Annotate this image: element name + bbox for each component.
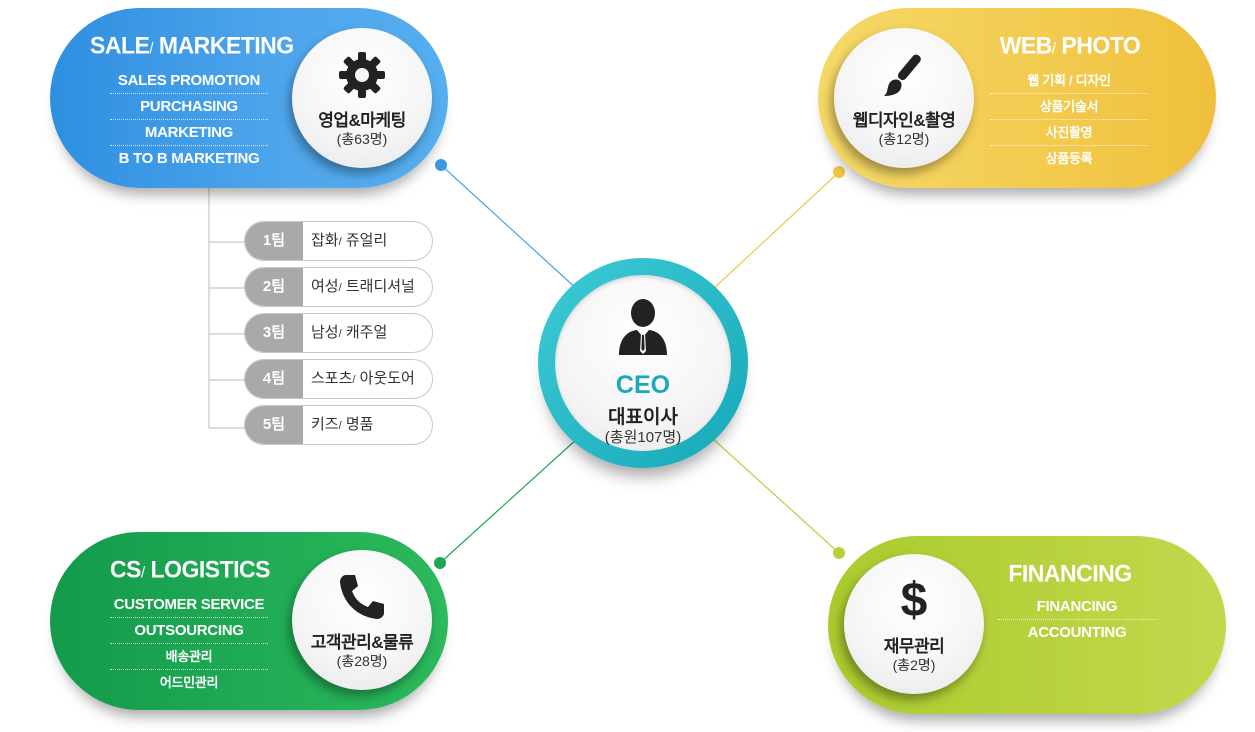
- dept-title: FINANCING: [1008, 559, 1132, 587]
- dept-item: CUSTOMER SERVICE: [110, 592, 268, 618]
- dept-title-rest: LOGISTICS: [150, 555, 271, 583]
- dept-title-rest: PHOTO: [1061, 31, 1141, 59]
- dollar-icon: $: [900, 574, 928, 627]
- dept-web-photo: 웹디자인&촬영 (총12명) WEB/ PHOTO 웹 기획 / 디자인 상품기…: [818, 8, 1216, 188]
- connector-web: [711, 171, 840, 291]
- paintbrush-icon: [834, 50, 974, 100]
- dept-item: 상품기술서: [990, 94, 1148, 120]
- team-row-4: 4팀 스포츠/ 아웃도어: [244, 359, 433, 399]
- connector-dot-fin: [833, 547, 845, 559]
- gear-icon: [292, 50, 432, 100]
- team-badge: 4팀: [245, 360, 303, 398]
- team-name: 여성/ 트래디셔널: [311, 278, 415, 295]
- dept-item: PURCHASING: [110, 94, 268, 120]
- connector-cs: [439, 437, 579, 564]
- ceo-count: (총원107명): [604, 429, 682, 446]
- dept-cs-logistics: CS/ LOGISTICS CUSTOMER SERVICE OUTSOURCI…: [50, 532, 448, 710]
- team-name: 스포츠/ 아웃도어: [311, 370, 415, 387]
- dept-title-sep: /: [1051, 39, 1056, 58]
- dept-circle: 웹디자인&촬영 (총12명): [834, 28, 974, 168]
- dept-name: 영업&마케팅: [318, 111, 406, 130]
- dept-circle: $ 재무관리 (총2명): [844, 554, 984, 694]
- team-row-5: 5팀 키즈/ 명품: [244, 405, 433, 445]
- dept-title-main: WEB: [999, 31, 1053, 59]
- team-badge: 3팀: [245, 314, 303, 352]
- dept-title-main: SALE: [90, 31, 150, 59]
- dept-title: WEB/ PHOTO: [970, 31, 1170, 59]
- dept-title: SALE/ MARKETING: [90, 31, 294, 59]
- dept-sale-marketing: SALE/ MARKETING SALES PROMOTION PURCHASI…: [50, 8, 448, 188]
- team-tree-lines: [208, 188, 246, 429]
- connector-dot-sale: [435, 159, 447, 171]
- team-name: 키즈/ 명품: [311, 416, 374, 433]
- connector-fin: [711, 437, 840, 554]
- dept-count: (총12명): [878, 131, 930, 147]
- dept-item-list: 웹 기획 / 디자인 상품기술서 사진촬영 상품등록: [990, 68, 1148, 171]
- dept-name: 고객관리&물류: [310, 633, 414, 652]
- team-badge: 5팀: [245, 406, 303, 444]
- dept-circle: 영업&마케팅 (총63명): [292, 28, 432, 168]
- connector-dot-web: [833, 166, 845, 178]
- dept-title-rest: MARKETING: [158, 31, 294, 59]
- dept-title: CS/ LOGISTICS: [90, 555, 290, 583]
- dept-item: 배송관리: [110, 644, 268, 670]
- dept-item: 사진촬영: [990, 120, 1148, 146]
- dept-item-list: SALES PROMOTION PURCHASING MARKETING B T…: [110, 68, 268, 171]
- dept-title-main: CS: [110, 555, 141, 583]
- dept-item: 어드민관리: [159, 675, 219, 690]
- dept-count: (총28명): [336, 653, 388, 669]
- dept-count: (총2명): [892, 657, 936, 673]
- person-icon: [555, 297, 731, 363]
- dept-financing: $ 재무관리 (총2명) FINANCING FINANCING ACCOUNT…: [828, 536, 1226, 714]
- dept-item: SALES PROMOTION: [110, 68, 268, 94]
- ceo-title: CEO: [615, 371, 671, 399]
- ceo-circle: CEO 대표이사 (총원107명): [555, 275, 731, 451]
- ceo-subtitle: 대표이사: [608, 407, 678, 428]
- team-name: 남성/ 캐주얼: [311, 324, 388, 341]
- dept-item: MARKETING: [110, 120, 268, 146]
- dept-item: OUTSOURCING: [110, 618, 268, 644]
- dept-circle: 고객관리&물류 (총28명): [292, 550, 432, 690]
- dept-name: 재무관리: [883, 637, 945, 656]
- dept-item: B TO B MARKETING: [118, 150, 260, 167]
- dept-title-sep: /: [149, 39, 154, 58]
- dept-item: FINANCING: [998, 594, 1156, 620]
- dept-name: 웹디자인&촬영: [852, 111, 956, 130]
- connector-sale: [440, 164, 579, 291]
- team-row-1: 1팀 잡화/ 쥬얼리: [244, 221, 433, 261]
- team-row-2: 2팀 여성/ 트래디셔널: [244, 267, 433, 307]
- team-badge: 2팀: [245, 268, 303, 306]
- team-row-3: 3팀 남성/ 캐주얼: [244, 313, 433, 353]
- team-badge: 1팀: [245, 222, 303, 260]
- connector-dot-cs: [434, 557, 446, 569]
- dept-item: ACCOUNTING: [1027, 624, 1127, 641]
- phone-icon: [292, 572, 432, 622]
- dept-item: 상품등록: [1045, 151, 1093, 166]
- dept-item: 웹 기획 / 디자인: [990, 68, 1148, 94]
- dept-title-sep: /: [140, 563, 145, 582]
- dept-count: (총63명): [336, 131, 388, 147]
- dept-item-list: CUSTOMER SERVICE OUTSOURCING 배송관리 어드민관리: [110, 592, 268, 695]
- dept-item-list: FINANCING ACCOUNTING: [998, 594, 1156, 645]
- ceo-node: CEO 대표이사 (총원107명): [538, 258, 748, 468]
- team-name: 잡화/ 쥬얼리: [311, 232, 388, 249]
